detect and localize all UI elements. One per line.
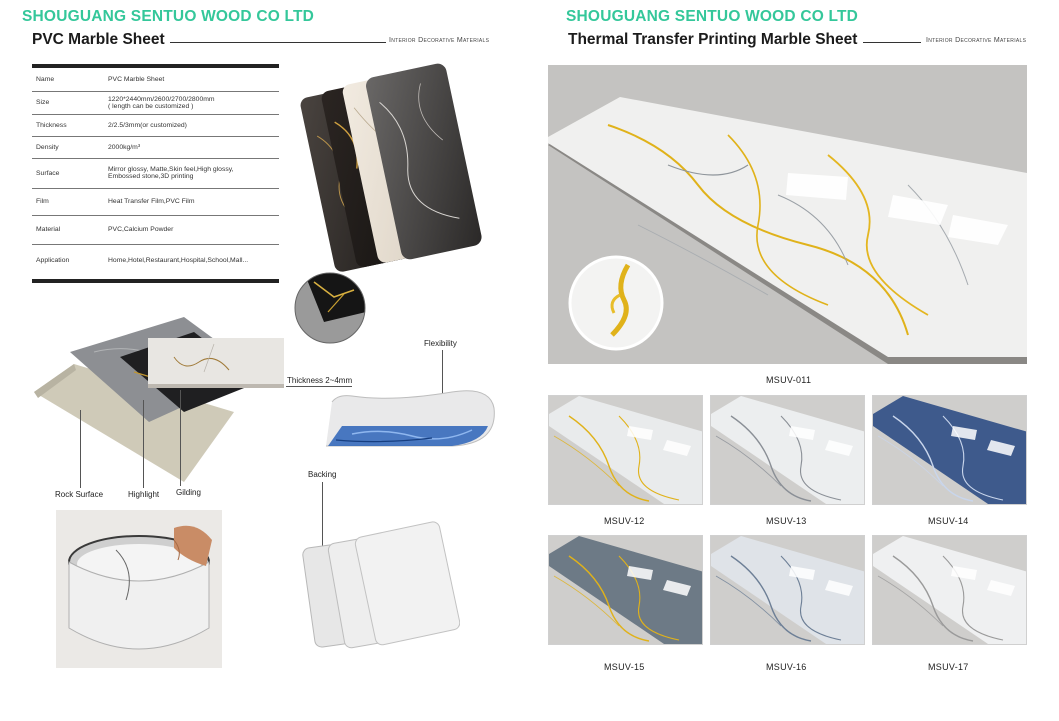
spec-key: Name [32, 69, 106, 92]
backing-sheets-image [302, 521, 460, 649]
product-tile-marble-svg [873, 536, 1026, 644]
product-tile-marble-svg [549, 536, 702, 644]
label-highlight: Highlight [128, 490, 160, 499]
product-tile-marble-svg [549, 396, 702, 504]
spec-value: 2000kg/m³ [106, 136, 279, 159]
main-product-marble-svg [548, 65, 1027, 364]
spec-value: PVC,Calcium Powder [106, 215, 279, 245]
spec-key: Material [32, 215, 106, 245]
spec-value: Mirror glossy, Matte,Skin feel,High glos… [106, 158, 279, 189]
spec-table-top-bar [32, 64, 279, 68]
product-tile-marble-svg [711, 536, 864, 644]
spec-row-surface: Surface Mirror glossy, Matte,Skin feel,H… [32, 158, 279, 189]
product-tile-marble-svg [873, 396, 1026, 504]
gilding-closeup-circle [294, 272, 366, 344]
spec-value: PVC Marble Sheet [106, 69, 279, 92]
leader-line-flexibility [442, 350, 443, 394]
spec-row-application: Application Home,Hotel,Restaurant,Hospit… [32, 244, 279, 277]
product-tile-2 [710, 395, 865, 505]
spec-row-film: Film Heat Transfer Film,PVC Film [32, 188, 279, 216]
spec-value-line: Embossed stone,3D printing [108, 173, 194, 180]
product-tile-5 [710, 535, 865, 645]
product-tile-4 [548, 535, 703, 645]
spec-table-bottom-bar [32, 279, 279, 283]
left-page-title: PVC Marble Sheet [32, 31, 165, 48]
spec-row-thickness: Thickness 2/2.5/3mm(or customized) [32, 114, 279, 137]
right-company-name: SHOUGUANG SENTUO WOOD CO LTD [566, 8, 859, 25]
label-rock-surface: Rock Surface [55, 490, 104, 499]
product-code-label: MSUV-17 [928, 662, 969, 672]
leader-line-backing [322, 482, 323, 562]
leader-line-gilding [180, 390, 181, 486]
layered-slabs-image [34, 317, 284, 482]
product-code-label: MSUV-13 [766, 516, 807, 526]
product-tile-1 [548, 395, 703, 505]
vein-closeup-circle [568, 255, 664, 351]
spec-value: 2/2.5/3mm(or customized) [106, 114, 279, 137]
main-product-code: MSUV-011 [766, 375, 812, 385]
spec-value: Home,Hotel,Restaurant,Hospital,School,Ma… [108, 257, 249, 265]
spec-row-density: Density 2000kg/m³ [32, 136, 279, 159]
leader-line-highlight [143, 400, 144, 488]
product-tile-6 [872, 535, 1027, 645]
left-title-rule [170, 42, 386, 43]
spec-row-name: Name PVC Marble Sheet [32, 69, 279, 92]
product-code-label: MSUV-16 [766, 662, 807, 672]
main-product-photo [548, 65, 1027, 364]
spec-key: Density [32, 136, 106, 159]
label-flexibility: Flexibility [424, 339, 457, 348]
spec-key: Thickness [32, 114, 106, 137]
spec-key: Film [32, 188, 106, 216]
label-thickness: Thickness 2~4mm [287, 376, 353, 385]
spec-value: 1220*2440mm/2600/2700/2800mm ( length ca… [106, 91, 279, 115]
spec-table: Name PVC Marble Sheet Size 1220*2440mm/2… [32, 69, 279, 277]
spec-row-material: Material PVC,Calcium Powder [32, 215, 279, 245]
left-tagline: Interior Decorative Materials [389, 37, 490, 44]
spec-value-line: Mirror glossy, Matte,Skin feel,High glos… [108, 166, 234, 173]
right-page-title: Thermal Transfer Printing Marble Sheet [568, 31, 858, 48]
leader-line-rock [80, 410, 81, 488]
product-code-label: MSUV-12 [604, 516, 645, 526]
flexibility-bent-sheet-image [326, 390, 495, 447]
spec-value-line: ( length can be customized ) [108, 102, 194, 110]
spec-key: Surface [32, 158, 106, 189]
spec-value-line: 1220*2440mm/2600/2700/2800mm [108, 95, 215, 103]
product-tile-marble-svg [711, 396, 864, 504]
product-code-label: MSUV-14 [928, 516, 969, 526]
product-code-label: MSUV-15 [604, 662, 645, 672]
spec-key: Application [36, 257, 70, 265]
thickness-underline [286, 386, 352, 387]
rolled-sheet-photo [56, 510, 222, 668]
spec-value: Heat Transfer Film,PVC Film [106, 188, 279, 216]
right-title-rule [863, 42, 921, 43]
left-company-name: SHOUGUANG SENTUO WOOD CO LTD [22, 8, 315, 25]
spec-key: Size [32, 91, 106, 115]
label-backing: Backing [308, 470, 337, 479]
spec-row-size: Size 1220*2440mm/2600/2700/2800mm ( leng… [32, 91, 279, 115]
stacked-marble-sheets-image [300, 63, 482, 272]
product-tile-3 [872, 395, 1027, 505]
label-gilding: Gilding [176, 488, 201, 497]
right-tagline: Interior Decorative Materials [926, 37, 1027, 44]
